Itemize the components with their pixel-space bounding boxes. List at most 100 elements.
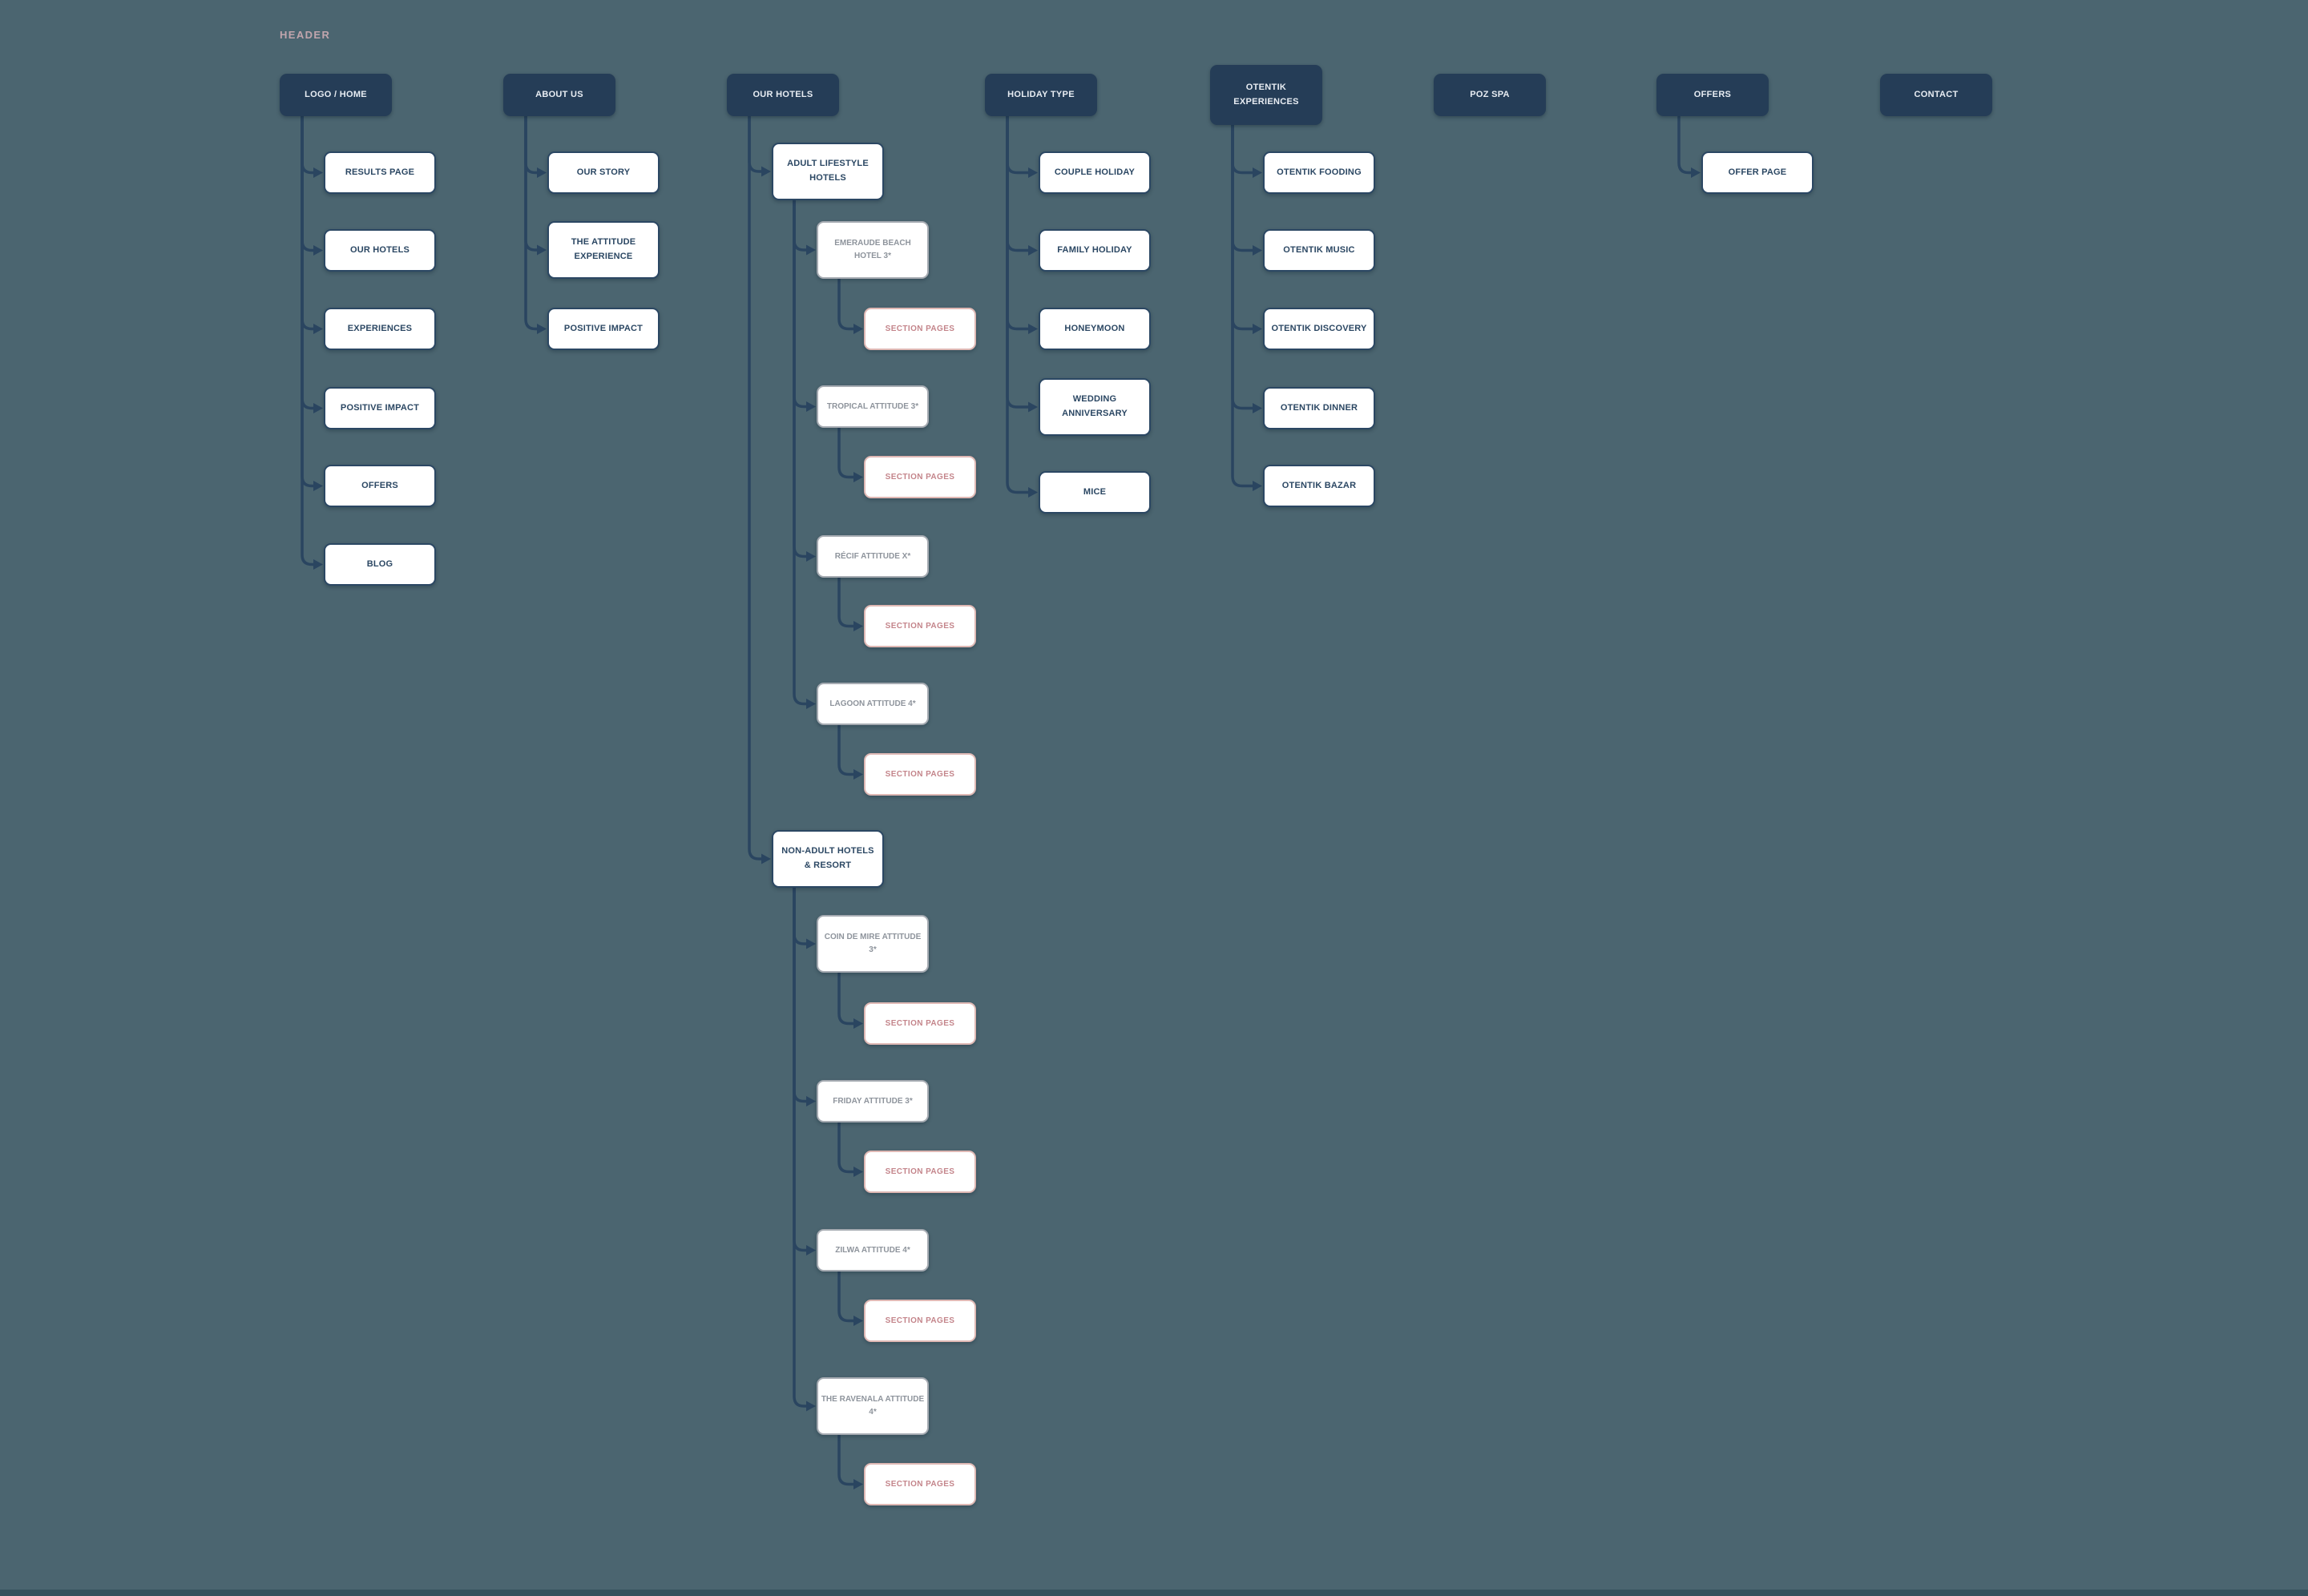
node-otentik-discovery[interactable]: OTENTIK DISCOVERY [1263,308,1375,350]
node-label: FRIDAY ATTITUDE 3* [833,1096,913,1106]
node-otentik-fooding[interactable]: OTENTIK FOODING [1263,151,1375,194]
node-adult-lifestyle-hotels[interactable]: ADULT LIFESTYLE HOTELS [772,143,884,200]
node-zilwa-attitude-4[interactable]: ZILWA ATTITUDE 4* [817,1229,929,1272]
node-label: LOGO / HOME [305,89,367,99]
node-offer-page[interactable]: OFFER PAGE [1701,151,1814,194]
node-offers[interactable]: OFFERS [324,465,436,507]
node-label: OTENTIK DISCOVERY [1271,323,1367,333]
node-recif-attitude-x[interactable]: RÉCIF ATTITUDE X* [817,535,929,578]
connector [837,1121,857,1174]
connector [1006,115,1031,494]
arrowhead-icon [313,559,323,570]
arrowhead-icon [806,551,816,562]
connector [1231,123,1256,410]
node-tropical-attitude-3[interactable]: TROPICAL ATTITUDE 3* [817,385,929,428]
node-wedding-anniversary[interactable]: WEDDING ANNIVERSARY [1039,378,1151,436]
arrowhead-icon [853,1479,863,1489]
connector [793,886,809,945]
connector [837,1433,857,1486]
node-non-adult-hotels-resort[interactable]: NON-ADULT HOTELS & RESORT [772,830,884,888]
node-otentik-music[interactable]: OTENTIK MUSIC [1263,229,1375,272]
node-otentik-bazar[interactable]: OTENTIK BAZAR [1263,465,1375,507]
connector [793,199,809,706]
node-label: COIN DE MIRE ATTITUDE 3* [824,933,922,954]
connector [1231,123,1256,175]
arrowhead-icon [806,1401,816,1412]
node-label: OUR HOTELS [753,89,813,99]
node-holiday-type[interactable]: HOLIDAY TYPE [985,74,1097,116]
node-logo-home[interactable]: LOGO / HOME [280,74,392,116]
arrowhead-icon [537,244,547,256]
node-section-pages[interactable]: SECTION PAGES [864,753,976,796]
node-lagoon-attitude-4[interactable]: LAGOON ATTITUDE 4* [817,683,929,725]
node-label: SECTION PAGES [885,1316,955,1325]
connector [793,199,809,409]
node-honeymoon[interactable]: HONEYMOON [1039,308,1151,350]
connector [748,115,765,173]
arrowhead-icon [853,1316,863,1326]
connector [524,115,540,252]
node-section-pages[interactable]: SECTION PAGES [864,1151,976,1193]
arrowhead-icon [1253,403,1262,413]
node-couple-holiday[interactable]: COUPLE HOLIDAY [1039,151,1151,194]
node-offers[interactable]: OFFERS [1656,74,1769,116]
arrowhead-icon [853,324,863,334]
node-emeraude-beach-hotel-3[interactable]: EMERAUDE BEACH HOTEL 3* [817,221,929,279]
arrowhead-icon [806,938,816,949]
arrowhead-icon [313,167,323,178]
node-section-pages[interactable]: SECTION PAGES [864,456,976,498]
arrowhead-icon [1028,167,1038,178]
arrowhead-icon [1253,324,1262,334]
node-about-us[interactable]: ABOUT US [503,74,615,116]
node-label: OTENTIK FOODING [1277,167,1362,177]
node-coin-de-mire-attitude-3[interactable]: COIN DE MIRE ATTITUDE 3* [817,915,929,973]
node-results-page[interactable]: RESULTS PAGE [324,151,436,194]
connector [1231,123,1256,488]
connector [1006,115,1031,175]
arrowhead-icon [537,167,547,178]
node-our-hotels[interactable]: OUR HOTELS [324,229,436,272]
node-label: OFFERS [361,480,398,490]
node-label: ADULT LIFESTYLE HOTELS [787,159,869,183]
node-mice[interactable]: MICE [1039,471,1151,514]
node-section-pages[interactable]: SECTION PAGES [864,1300,976,1342]
arrowhead-icon [806,1245,816,1255]
connector [301,115,317,252]
node-section-pages[interactable]: SECTION PAGES [864,1002,976,1045]
node-label: SECTION PAGES [885,1018,955,1028]
node-label: THE RAVENALA ATTITUDE 4* [821,1395,925,1417]
node-otentik-dinner[interactable]: OTENTIK DINNER [1263,387,1375,429]
node-label: OTENTIK MUSIC [1283,244,1355,255]
node-friday-attitude-3[interactable]: FRIDAY ATTITUDE 3* [817,1080,929,1122]
node-section-pages[interactable]: SECTION PAGES [864,605,976,647]
connector [301,115,317,410]
connector [793,199,809,252]
node-label: OUR STORY [576,167,631,177]
node-the-attitude-experience[interactable]: THE ATTITUDE EXPERIENCE [547,221,660,279]
node-label: HOLIDAY TYPE [1007,89,1075,99]
node-section-pages[interactable]: SECTION PAGES [864,1463,976,1505]
node-our-hotels[interactable]: OUR HOTELS [727,74,839,116]
node-label: POSITIVE IMPACT [340,402,420,413]
node-section-pages[interactable]: SECTION PAGES [864,308,976,350]
node-experiences[interactable]: EXPERIENCES [324,308,436,350]
node-otentik-experiences[interactable]: OTENTIK EXPERIENCES [1210,65,1322,125]
node-label: OUR HOTELS [349,244,410,255]
node-positive-impact[interactable]: POSITIVE IMPACT [324,387,436,429]
node-label: SECTION PAGES [885,1479,955,1489]
node-blog[interactable]: BLOG [324,543,436,586]
node-label: OFFER PAGE [1728,167,1787,177]
connector [1231,123,1256,331]
arrowhead-icon [853,1167,863,1177]
node-label: OFFERS [1693,89,1732,99]
node-family-holiday[interactable]: FAMILY HOLIDAY [1039,229,1151,272]
node-our-story[interactable]: OUR STORY [547,151,660,194]
connector [1231,123,1256,252]
node-the-ravenala-attitude-4[interactable]: THE RAVENALA ATTITUDE 4* [817,1377,929,1435]
node-positive-impact[interactable]: POSITIVE IMPACT [547,308,660,350]
node-poz-spa[interactable]: POZ SPA [1434,74,1546,116]
node-label: RESULTS PAGE [345,167,415,177]
node-contact[interactable]: CONTACT [1880,74,1992,116]
arrowhead-icon [313,403,323,413]
